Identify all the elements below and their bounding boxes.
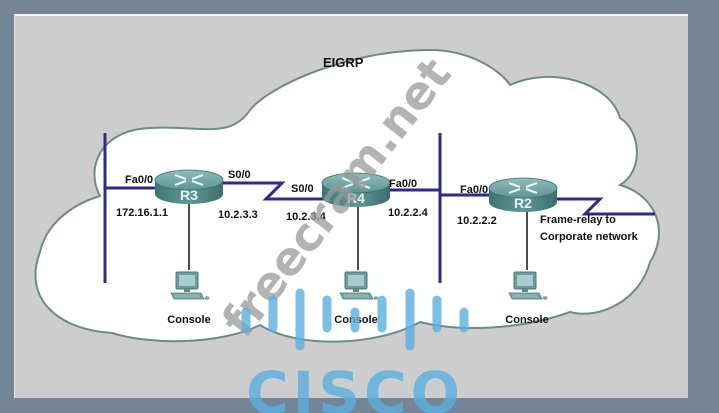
- router-r2[interactable]: R2: [488, 177, 558, 213]
- console-r3[interactable]: Console: [167, 271, 211, 326]
- cisco-wordmark: CISCO: [246, 359, 464, 413]
- r3-fa0-0-ip: 172.16.1.1: [116, 207, 168, 219]
- r2-fa0-0-ip: 10.2.2.2: [457, 215, 497, 227]
- cisco-logo-watermark: CISCO: [241, 288, 469, 413]
- router-label: R4: [347, 190, 365, 206]
- console-label: Console: [167, 314, 210, 326]
- r3-s0-0-label: S0/0: [228, 169, 251, 181]
- r3-fa0-0-label: Fa0/0: [125, 174, 153, 186]
- frame-relay-label-line1: Frame-relay to: [540, 214, 616, 226]
- r3-s0-0-ip: 10.2.3.3: [218, 209, 258, 221]
- r2-fa0-0-label: Fa0/0: [460, 184, 488, 196]
- router-label: R2: [514, 195, 532, 211]
- cisco-bars-icon: [241, 288, 469, 351]
- serial-link-r3-r4: [222, 181, 330, 201]
- r4-fa0-0-ip: 10.2.2.4: [388, 207, 429, 219]
- frame-relay-label-line2: Corporate network: [540, 231, 639, 243]
- diagram-title: EIGRP: [323, 55, 364, 70]
- router-label: R3: [180, 187, 198, 203]
- r4-fa0-0-label: Fa0/0: [389, 178, 417, 190]
- console-r2[interactable]: Console: [505, 271, 549, 326]
- router-r3[interactable]: R3: [154, 169, 224, 205]
- console-label: Console: [505, 314, 548, 326]
- frame-relay-link: [555, 197, 655, 216]
- r4-s0-0-ip: 10.2.3.4: [286, 211, 327, 223]
- r4-s0-0-label: S0/0: [291, 183, 314, 195]
- router-r4[interactable]: R4: [321, 172, 391, 208]
